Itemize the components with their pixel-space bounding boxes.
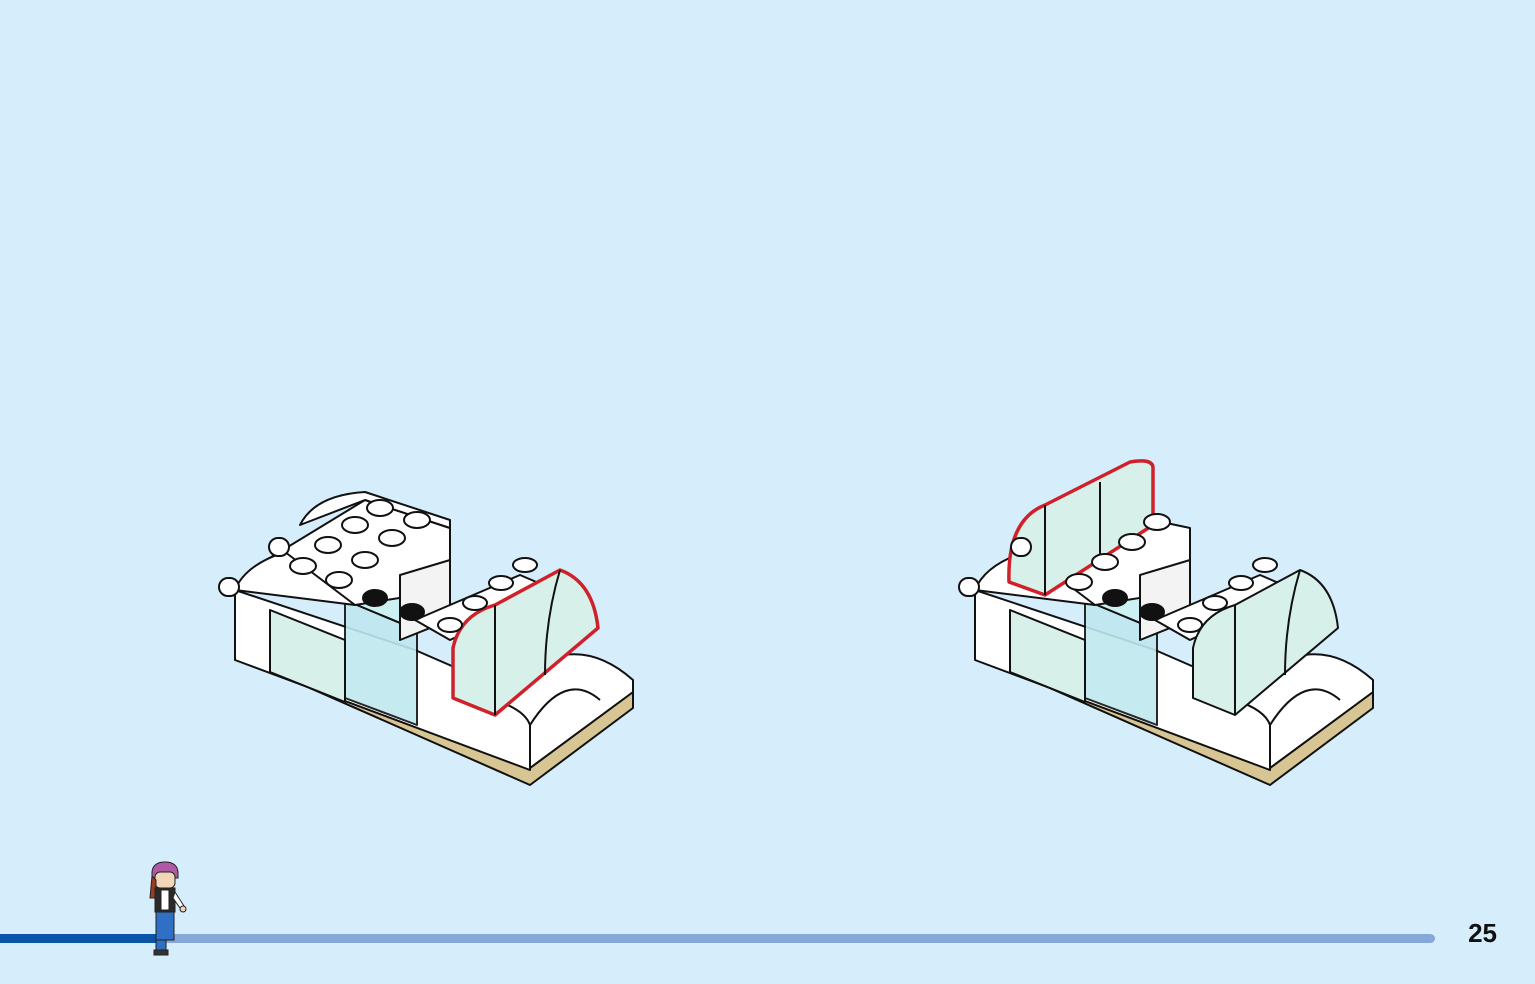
axle-pin-left	[218, 577, 240, 597]
page-number: 25	[1468, 918, 1497, 948]
axle-pin-right	[1010, 537, 1032, 557]
build-illustration-step-a	[218, 491, 634, 786]
progress-bar-fill	[0, 934, 158, 943]
build-illustration-step-b	[958, 459, 1374, 786]
axle-pin-left	[958, 577, 980, 597]
mint-panel	[269, 609, 346, 703]
black-studs	[1102, 589, 1165, 621]
black-studs	[362, 589, 425, 621]
white-studs	[289, 499, 538, 633]
axle-pin-right	[268, 537, 290, 557]
minifigure-progress-marker	[149, 861, 187, 956]
white-studs	[1065, 513, 1278, 633]
progress-bar	[0, 934, 1435, 943]
mint-panel	[1009, 609, 1086, 703]
